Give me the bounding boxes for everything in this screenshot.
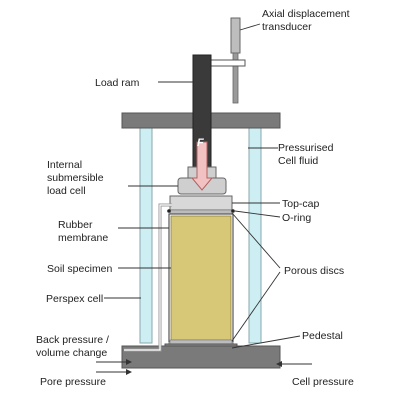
- o-ring-leader: [234, 210, 281, 218]
- rubber-membrane-label-2: membrane: [58, 232, 108, 244]
- bottom-porous-disc: [169, 339, 233, 345]
- back-pressure-label-2: volume change: [36, 347, 107, 359]
- axial-transducer-body: [230, 17, 241, 54]
- perspex-wall-right: [248, 127, 262, 344]
- load-cell-label-3: load cell: [47, 185, 86, 197]
- pore-pressure-label: Pore pressure: [40, 376, 106, 388]
- o-ring-top-right: [231, 209, 235, 213]
- back-pressure-arrowhead: [126, 359, 132, 365]
- rubber-membrane-label-1: Rubber: [58, 219, 93, 231]
- soil-specimen-label: Soil specimen: [47, 263, 113, 275]
- o-ring-label: O-ring: [282, 212, 311, 224]
- perspex-cell-label: Perspex cell: [46, 293, 103, 305]
- top-cap: [169, 195, 233, 211]
- axial-transducer-leader: [239, 23, 261, 31]
- drainage-tube-inner: [124, 204, 172, 351]
- axial-transducer-label-2: transducer: [262, 21, 312, 33]
- perspex-wall-left: [139, 127, 153, 344]
- force-arrow: [190, 141, 214, 191]
- pore-pressure-arrowhead: [126, 369, 132, 375]
- o-ring-top-left: [167, 209, 171, 213]
- pressurised-fluid-label-1: Pressurised: [278, 142, 334, 154]
- axial-transducer-label-1: Axial displacement: [262, 8, 350, 20]
- force-symbol: F: [197, 137, 204, 149]
- cell-pressure-arrowhead: [276, 361, 282, 367]
- top-cap-label: Top-cap: [282, 198, 320, 210]
- porous-disc-leader-top: [231, 212, 281, 269]
- load-cell-label-1: Internal: [47, 159, 82, 171]
- soil-specimen: [170, 215, 232, 341]
- load-ram-label: Load ram: [95, 77, 140, 89]
- top-porous-disc: [169, 209, 233, 215]
- load-cell-label-2: submersible: [47, 172, 104, 184]
- axial-transducer-rod: [232, 52, 239, 104]
- porous-discs-label: Porous discs: [284, 265, 344, 277]
- porous-disc-leader-bottom: [231, 271, 281, 342]
- cell-pressure-label: Cell pressure: [292, 376, 354, 388]
- pedestal-leader: [231, 335, 301, 349]
- pressurised-fluid-label-2: Cell fluid: [278, 155, 318, 167]
- back-pressure-label-1: Back pressure /: [36, 334, 109, 346]
- pedestal-label: Pedestal: [302, 330, 343, 342]
